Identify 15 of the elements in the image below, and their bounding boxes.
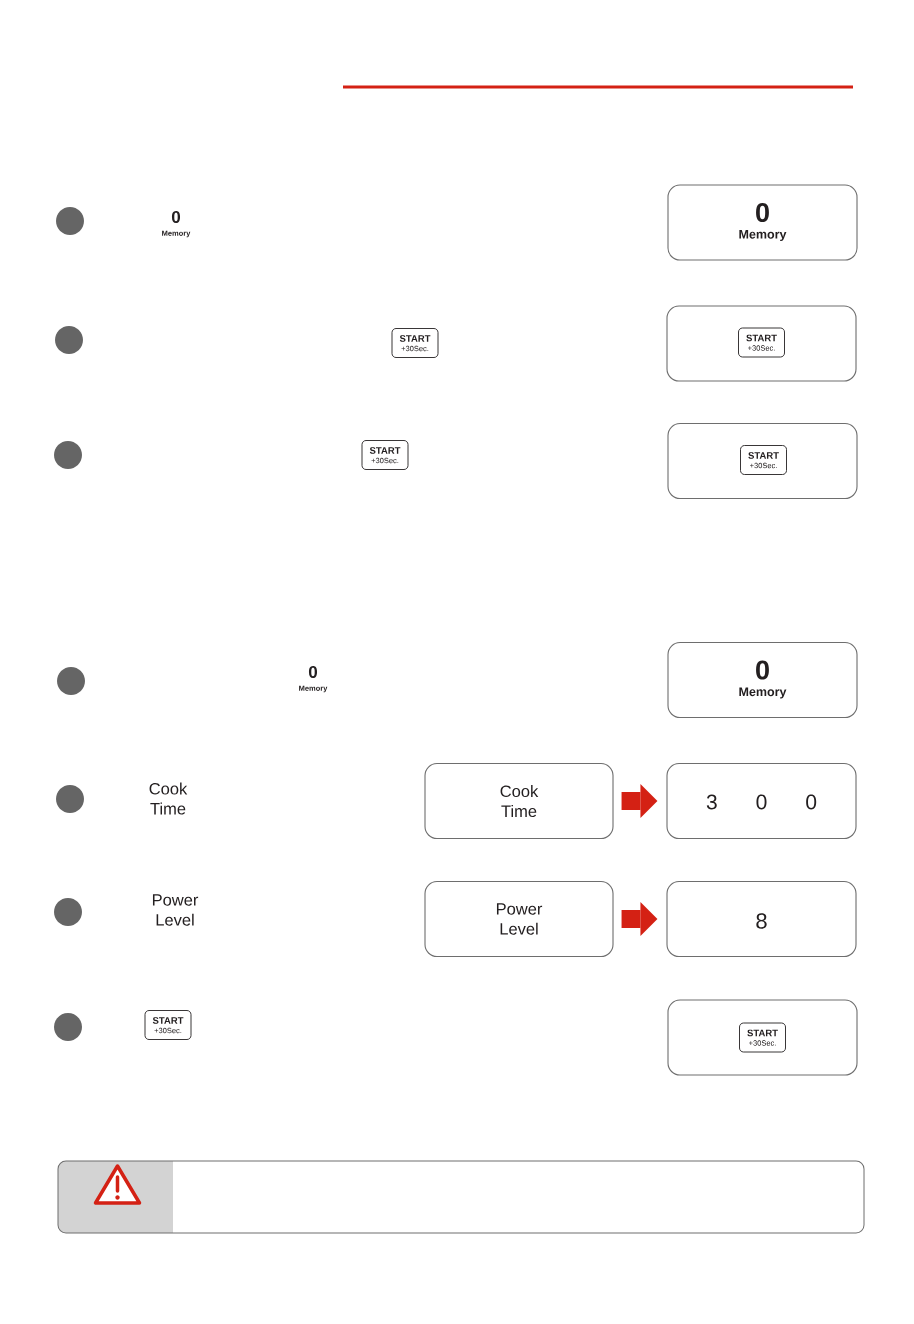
display-panel: 0 Memory bbox=[667, 184, 858, 261]
display-panel bbox=[666, 305, 857, 382]
key-label: Power Level bbox=[152, 894, 199, 926]
display-panel: Cook Time bbox=[424, 762, 614, 840]
display-panel bbox=[667, 999, 858, 1076]
display-panel: 8 bbox=[666, 880, 857, 958]
key-label: 0 bbox=[171, 211, 181, 224]
key-label: Cook Time bbox=[149, 782, 188, 815]
key-label: 0 bbox=[308, 666, 318, 679]
block-arrow bbox=[621, 784, 658, 818]
display-panel: Power Level bbox=[424, 880, 614, 958]
display-panel: 3 0 0 bbox=[666, 762, 857, 840]
block-arrow bbox=[621, 902, 658, 936]
display-panel: 0 Memory bbox=[667, 641, 858, 719]
display-panel bbox=[667, 422, 858, 500]
